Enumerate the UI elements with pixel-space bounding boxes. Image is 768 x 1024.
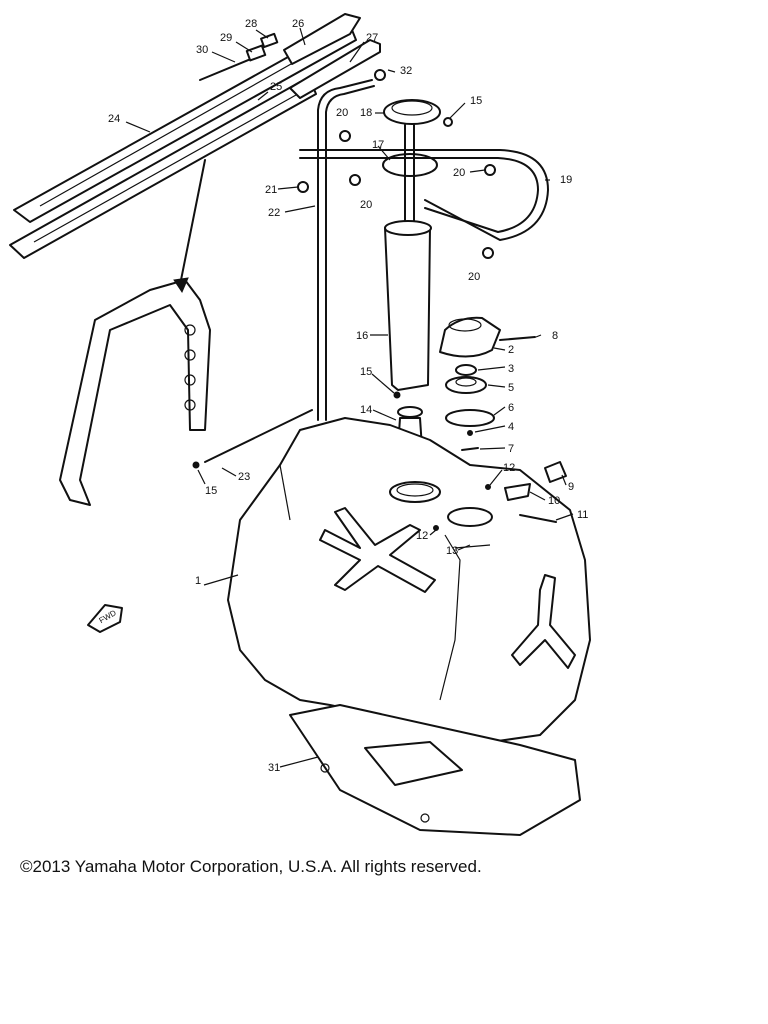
part-label-9: 9 bbox=[568, 481, 574, 493]
fuel-tank-1 bbox=[227, 417, 591, 746]
part-label-16: 16 bbox=[356, 330, 368, 342]
gasket-6 bbox=[445, 409, 495, 427]
part-label-24: 24 bbox=[108, 113, 120, 125]
strap-24 bbox=[13, 27, 357, 223]
part-label-14: 14 bbox=[360, 404, 372, 416]
small-fittings bbox=[192, 69, 496, 531]
part-label-27: 27 bbox=[366, 32, 378, 44]
part-label-30: 30 bbox=[196, 44, 208, 56]
screw-7 bbox=[461, 447, 479, 451]
tank-frame-bracket bbox=[59, 159, 211, 506]
part-label-20b: 20 bbox=[360, 199, 372, 211]
part-label-17: 17 bbox=[372, 139, 384, 151]
leader-lines bbox=[125, 27, 574, 768]
part-label-26: 26 bbox=[292, 18, 304, 30]
o-ring-17 bbox=[382, 153, 438, 177]
part-label-20a: 20 bbox=[336, 107, 348, 119]
part-label-23: 23 bbox=[238, 471, 250, 483]
collar-29 bbox=[245, 44, 267, 62]
part-label-20c: 20 bbox=[453, 167, 465, 179]
part-4 bbox=[467, 430, 473, 436]
part-label-31: 31 bbox=[268, 762, 280, 774]
filler-cap-2 bbox=[439, 316, 501, 358]
screw-8 bbox=[499, 336, 536, 341]
clamp-26 bbox=[283, 13, 361, 65]
strap-25 bbox=[9, 81, 317, 259]
part-label-5: 5 bbox=[508, 382, 514, 394]
part-label-2: 2 bbox=[508, 344, 514, 356]
part-label-18: 18 bbox=[360, 107, 372, 119]
fuel-tank-exploded-diagram: FWD bbox=[9, 13, 591, 836]
part-label-6: 6 bbox=[508, 402, 514, 414]
part-label-12b: 12 bbox=[416, 530, 428, 542]
part-label-1: 1 bbox=[195, 575, 201, 587]
part-label-29: 29 bbox=[220, 32, 232, 44]
part-label-15b: 15 bbox=[470, 95, 482, 107]
part-label-10: 10 bbox=[548, 495, 560, 507]
part-label-12a: 12 bbox=[503, 462, 515, 474]
direction-marker-fwd: FWD bbox=[87, 604, 123, 633]
fuel-line-23 bbox=[204, 409, 313, 463]
sender-cap-18 bbox=[383, 99, 441, 125]
bolt-30 bbox=[199, 55, 259, 81]
part-label-15c: 15 bbox=[205, 485, 217, 497]
part-10 bbox=[504, 483, 531, 501]
hose-19 bbox=[299, 149, 549, 241]
part-label-3: 3 bbox=[508, 363, 514, 375]
part-label-20d: 20 bbox=[468, 271, 480, 283]
strap-27 bbox=[289, 39, 381, 99]
part-label-22: 22 bbox=[268, 207, 280, 219]
part-label-8: 8 bbox=[552, 330, 558, 342]
sender-tube-16 bbox=[384, 124, 432, 391]
part-label-4: 4 bbox=[508, 421, 514, 433]
part-label-13: 13 bbox=[446, 545, 458, 557]
spring-3 bbox=[455, 364, 477, 376]
skid-plate-31 bbox=[289, 704, 581, 836]
part-label-11: 11 bbox=[577, 509, 588, 521]
fuel-cock-9 bbox=[544, 461, 567, 483]
part-label-7: 7 bbox=[508, 443, 514, 455]
part-label-32: 32 bbox=[400, 65, 412, 77]
part-label-21: 21 bbox=[265, 184, 277, 196]
part-label-19: 19 bbox=[560, 174, 572, 186]
pin-28 bbox=[260, 32, 279, 49]
part-label-25: 25 bbox=[270, 81, 282, 93]
plate-5 bbox=[445, 376, 487, 394]
part-label-15a: 15 bbox=[360, 366, 372, 378]
breather-hose-22 bbox=[317, 79, 375, 421]
band-13 bbox=[454, 544, 491, 549]
copyright-notice: ©2013 Yamaha Motor Corporation, U.S.A. A… bbox=[20, 857, 482, 876]
screw-11 bbox=[519, 514, 557, 523]
part-labels: 1 2 3 4 5 6 7 8 9 10 11 12 12 13 14 15 1… bbox=[108, 18, 588, 774]
part-label-28: 28 bbox=[245, 18, 257, 30]
